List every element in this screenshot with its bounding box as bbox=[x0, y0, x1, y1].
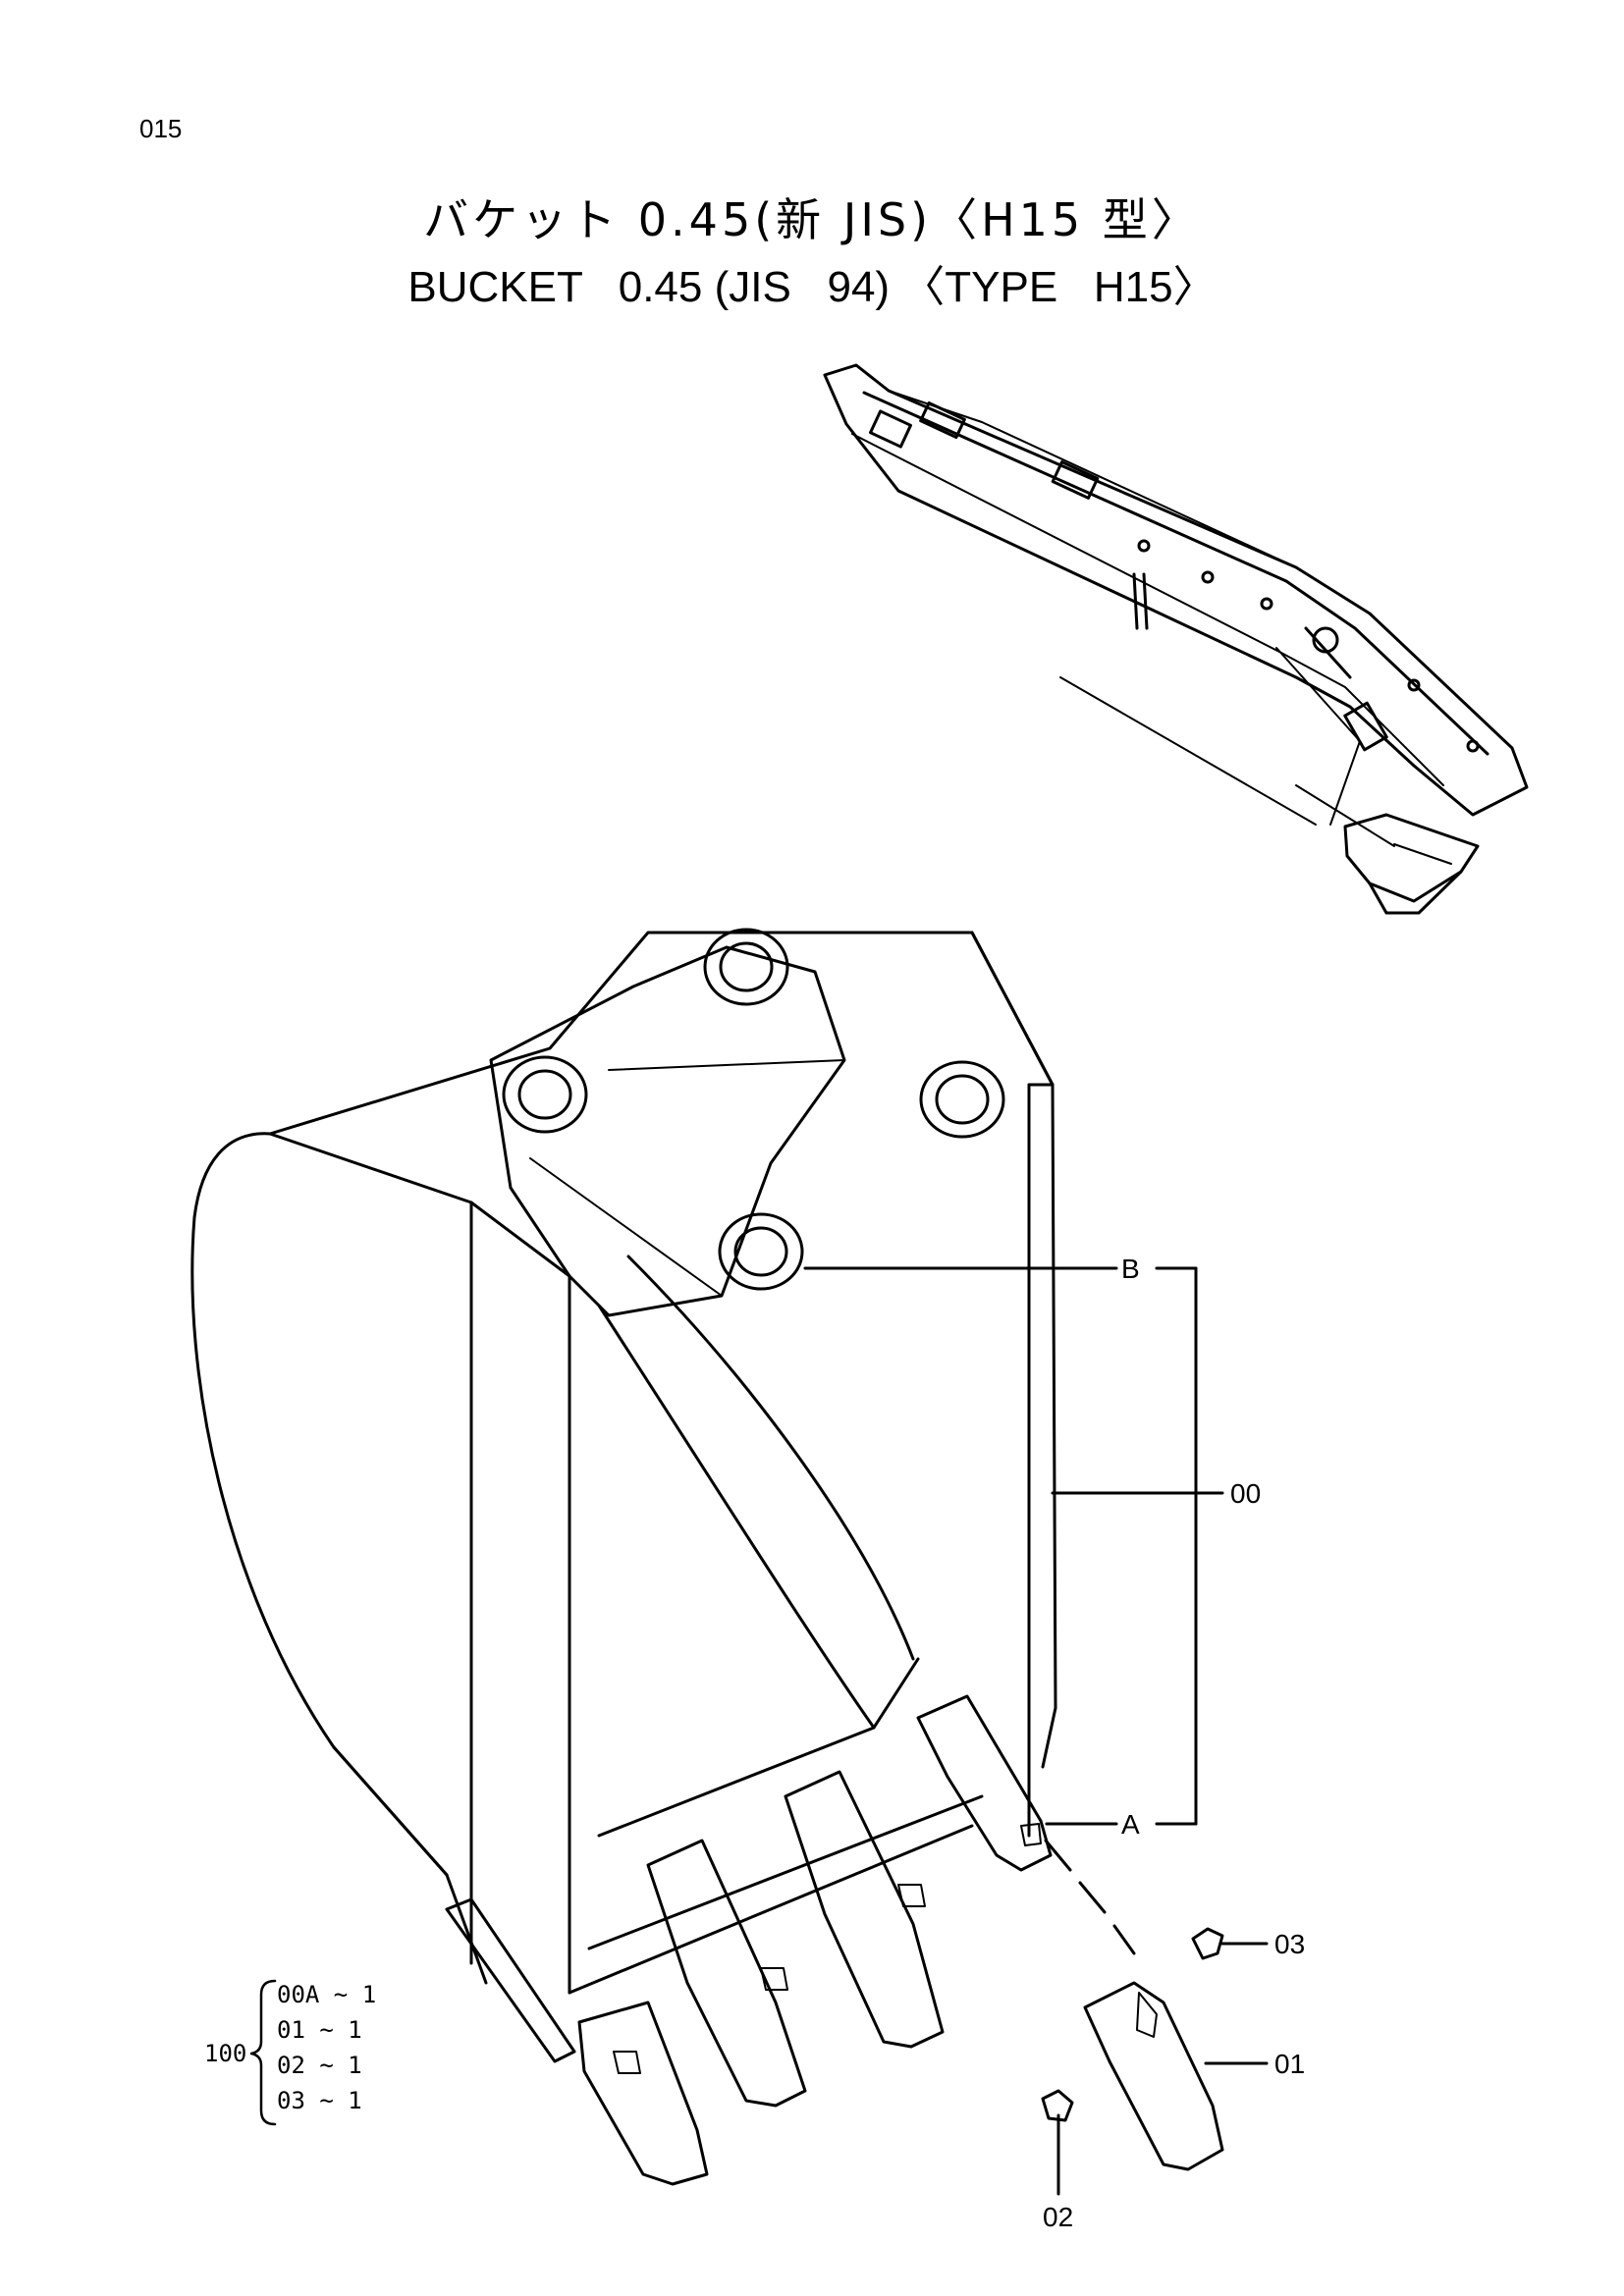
assembly-item: 03 ~ 1 bbox=[277, 2087, 362, 2114]
exploded-center-line bbox=[1044, 1839, 1136, 1955]
callout-01: 01 bbox=[1274, 2049, 1305, 2079]
bucket-illustration bbox=[190, 928, 1057, 2186]
title-english: BUCKET 0.45 (JIS 94) 〈TYPE H15〉 bbox=[407, 263, 1217, 311]
page-number: 015 bbox=[139, 114, 183, 143]
leader-lines bbox=[803, 1266, 1269, 2196]
callout-02: 02 bbox=[1043, 2202, 1073, 2232]
callout-a: A bbox=[1121, 1809, 1140, 1840]
assembly-item: 01 ~ 1 bbox=[277, 2016, 362, 2044]
assembly-item: 02 ~ 1 bbox=[277, 2052, 362, 2079]
callout-03: 03 bbox=[1274, 1929, 1305, 1959]
title-japanese: バケット 0.45(新 JIS)〈H15 型〉 bbox=[423, 193, 1201, 246]
exploded-tooth-illustration bbox=[1041, 1927, 1224, 2171]
callout-b: B bbox=[1121, 1254, 1140, 1284]
assembly-brace bbox=[249, 1979, 277, 2126]
assembly-item: 00A ~ 1 bbox=[277, 1981, 376, 2008]
assembly-code: 100 bbox=[204, 2040, 246, 2067]
arm-overview-illustration bbox=[823, 363, 1529, 915]
callout-00: 00 bbox=[1230, 1478, 1261, 1509]
